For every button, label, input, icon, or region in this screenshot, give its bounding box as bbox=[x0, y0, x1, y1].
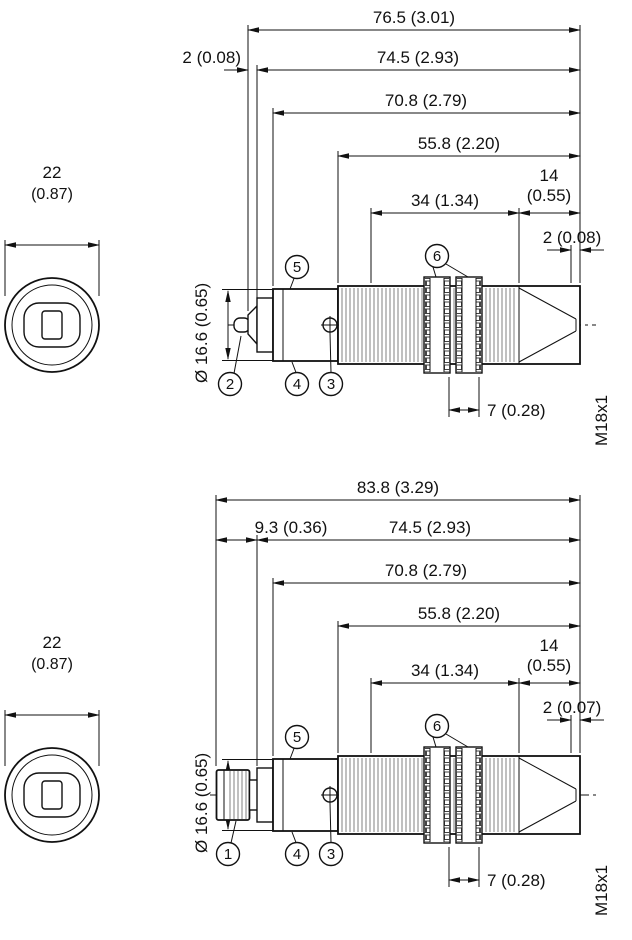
mounting-nut-1 bbox=[423, 276, 451, 374]
thread-texture bbox=[341, 288, 423, 362]
led-indicator-symbol bbox=[321, 316, 339, 334]
dim-14-label: 14 bbox=[540, 636, 559, 655]
sensor-side-view bbox=[233, 276, 581, 374]
callout-6-number: 6 bbox=[433, 718, 441, 735]
callout-1: 1 bbox=[215, 820, 241, 867]
dimension-lines bbox=[4, 27, 604, 413]
callout-1-number: 1 bbox=[224, 846, 232, 863]
dim-22-label: 22 bbox=[43, 163, 62, 182]
callout-3: 3 bbox=[318, 802, 344, 867]
callout-2: 2 bbox=[217, 335, 243, 397]
dim-558-label: 55.8 (2.20) bbox=[418, 604, 500, 623]
thread-size-label: M18x1 bbox=[592, 865, 611, 916]
callout-3-number: 3 bbox=[327, 846, 335, 863]
dim-overall-label: 76.5 (3.01) bbox=[373, 8, 455, 27]
callout-2-number: 2 bbox=[226, 376, 234, 393]
dim-22-inch-label: (0.87) bbox=[31, 656, 73, 673]
dim-708-label: 70.8 (2.79) bbox=[385, 91, 467, 110]
sensor-front-view bbox=[4, 747, 100, 843]
dim-708-label: 70.8 (2.79) bbox=[385, 561, 467, 580]
drawing-cable-version: 5 6 2 4 3 76.5 (3.01) 2 (0.08) 74.5 (2.9… bbox=[4, 8, 611, 446]
dimension-lines bbox=[4, 497, 604, 883]
dim-745-label: 74.5 (2.93) bbox=[377, 48, 459, 67]
dim-left-offset-label: 9.3 (0.36) bbox=[255, 518, 328, 537]
dim-overall-label: 83.8 (3.29) bbox=[357, 478, 439, 497]
dim-34-label: 34 (1.34) bbox=[411, 191, 479, 210]
callout-5: 5 bbox=[284, 724, 310, 760]
thread-texture bbox=[484, 288, 516, 362]
dim-22-label: 22 bbox=[43, 633, 62, 652]
dim-22-inch-label: (0.87) bbox=[31, 186, 73, 203]
callout-6-number: 6 bbox=[433, 248, 441, 265]
dim-7-label: 7 (0.28) bbox=[487, 401, 546, 420]
callout-6: 6 bbox=[424, 713, 469, 748]
sensor-side-view bbox=[215, 746, 581, 844]
thread-texture bbox=[484, 758, 516, 832]
callout-5-number: 5 bbox=[293, 259, 301, 276]
dim-34-label: 34 (1.34) bbox=[411, 661, 479, 680]
optical-cone bbox=[518, 287, 577, 363]
callout-6: 6 bbox=[424, 243, 469, 278]
callout-5: 5 bbox=[284, 254, 310, 290]
callout-4-number: 4 bbox=[293, 846, 301, 863]
rear-collar bbox=[256, 297, 274, 353]
dim-14-label: 14 bbox=[540, 166, 559, 185]
drawing-connector-version: 5 6 1 4 3 83.8 (3.29) 9.3 (0.36) 74.5 (2… bbox=[4, 478, 611, 916]
dim-right-offset-label: 2 (0.07) bbox=[543, 698, 602, 717]
rear-collar bbox=[256, 767, 274, 823]
callout-4: 4 bbox=[284, 831, 310, 867]
cable-gland bbox=[247, 304, 258, 346]
mounting-nut-1 bbox=[423, 746, 451, 844]
callout-3-number: 3 bbox=[327, 376, 335, 393]
dim-right-offset-label: 2 (0.08) bbox=[543, 228, 602, 247]
thread-texture bbox=[451, 288, 455, 362]
optical-cone bbox=[518, 757, 577, 833]
dim-diameter-label: Ø 16.6 (0.65) bbox=[192, 283, 211, 383]
callout-3: 3 bbox=[318, 332, 344, 397]
dim-745-label: 74.5 (2.93) bbox=[389, 518, 471, 537]
dim-558-label: 55.8 (2.20) bbox=[418, 134, 500, 153]
callout-5-number: 5 bbox=[293, 729, 301, 746]
connector-knurl bbox=[227, 771, 247, 819]
led-indicator-symbol bbox=[321, 786, 339, 804]
callout-4: 4 bbox=[284, 361, 310, 397]
mounting-nut-2 bbox=[455, 276, 483, 374]
sensor-front-view bbox=[4, 277, 100, 373]
dim-14-inch-label: (0.55) bbox=[527, 656, 571, 675]
dim-7-label: 7 (0.28) bbox=[487, 871, 546, 890]
callout-4-number: 4 bbox=[293, 376, 301, 393]
thread-texture bbox=[451, 758, 455, 832]
thread-size-label: M18x1 bbox=[592, 395, 611, 446]
dim-left-offset-label: 2 (0.08) bbox=[182, 48, 241, 67]
dim-14-inch-label: (0.55) bbox=[527, 186, 571, 205]
dim-diameter-label: Ø 16.6 (0.65) bbox=[192, 753, 211, 853]
thread-texture bbox=[341, 758, 423, 832]
connector-neck bbox=[248, 779, 259, 811]
mounting-nut-2 bbox=[455, 746, 483, 844]
